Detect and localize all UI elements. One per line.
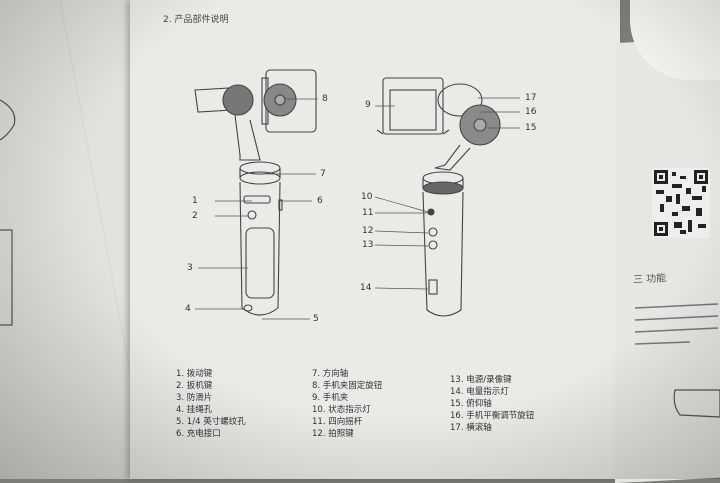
right-page-text-lines <box>634 303 719 345</box>
part-item: 16. 手机平衡调节旋钮 <box>450 411 535 421</box>
callout-4: 4 <box>185 304 191 314</box>
qr-code-icon <box>652 168 710 238</box>
part-item: 7. 方向轴 <box>312 369 349 379</box>
callout-10: 10 <box>361 192 373 202</box>
callout-5: 5 <box>313 314 319 324</box>
left-page <box>0 0 151 480</box>
part-item: 17. 横滚轴 <box>450 423 492 433</box>
part-item: 13. 电源/录像键 <box>450 375 512 385</box>
part-item: 10. 状态指示灯 <box>312 405 371 415</box>
part-item: 9. 手机夹 <box>312 393 349 403</box>
section-title: 2. 产品部件说明 <box>163 15 229 25</box>
parts-list-col2: 7. 方向轴 8. 手机夹固定旋钮 9. 手机夹 10. 状态指示灯 11. 四… <box>312 368 382 440</box>
callout-7: 7 <box>320 169 326 179</box>
callout-12: 12 <box>362 226 374 236</box>
part-item: 3. 防滑片 <box>176 393 213 403</box>
callout-6: 6 <box>317 196 323 206</box>
callout-17: 17 <box>525 93 537 103</box>
manual-page <box>130 0 620 479</box>
callout-8: 8 <box>322 94 328 104</box>
callout-2: 2 <box>192 211 198 221</box>
callout-14: 14 <box>360 283 372 293</box>
parts-list-col1: 1. 拨动键 2. 扳机键 3. 防滑片 4. 挂绳孔 5. 1/4 英寸螺纹孔… <box>176 368 246 440</box>
part-item: 11. 四向摇杆 <box>312 417 363 427</box>
callout-3: 3 <box>187 263 193 273</box>
right-page-device-outline <box>673 389 720 418</box>
callout-15: 15 <box>525 123 537 133</box>
parts-list-col3: 13. 电源/录像键 14. 电量指示灯 15. 俯仰轴 16. 手机平衡调节旋… <box>450 374 534 434</box>
callout-16: 16 <box>525 107 537 117</box>
part-item: 14. 电量指示灯 <box>450 387 509 397</box>
part-item: 6. 充电接口 <box>176 429 221 439</box>
callout-1: 1 <box>192 196 198 206</box>
part-item: 1. 拨动键 <box>176 369 213 379</box>
part-item: 15. 俯仰轴 <box>450 399 492 409</box>
gimbal-front-drawing <box>194 69 317 316</box>
callout-13: 13 <box>362 240 374 250</box>
part-item: 8. 手机夹固定旋钮 <box>312 381 383 391</box>
callout-11: 11 <box>362 208 374 218</box>
gimbal-rear-drawing <box>376 77 501 317</box>
callout-9: 9 <box>365 100 371 110</box>
part-item: 2. 扳机键 <box>176 381 213 391</box>
part-item: 12. 拍照键 <box>312 429 354 439</box>
part-item: 5. 1/4 英寸螺纹孔 <box>176 417 246 427</box>
part-item: 4. 挂绳孔 <box>176 405 213 415</box>
